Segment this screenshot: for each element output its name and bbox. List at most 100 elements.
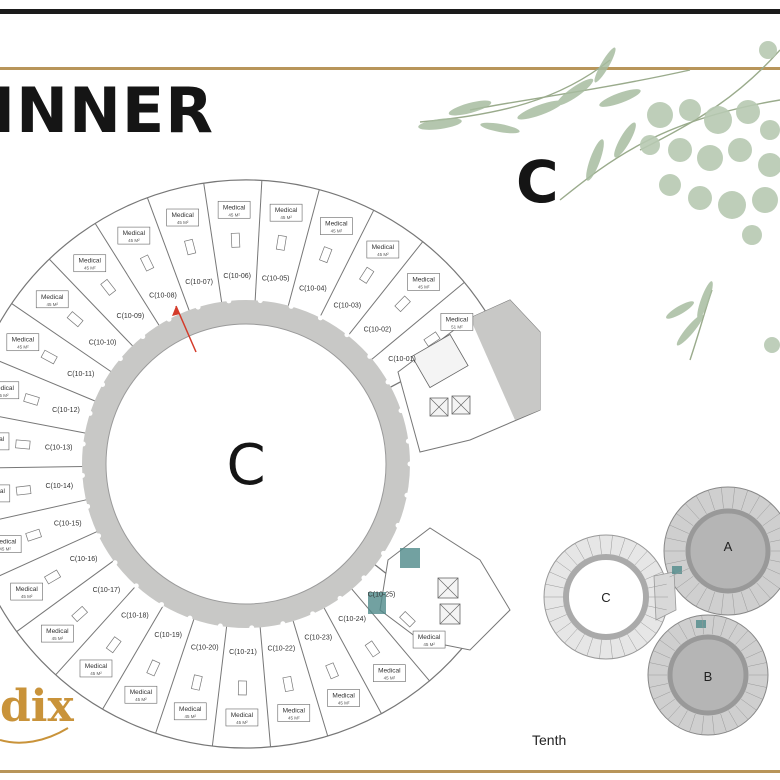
inset-tick xyxy=(701,715,704,735)
unit-closet xyxy=(100,278,117,296)
unit-labels: C(10-01)C(10-02)C(10-03)C(10-04)C(10-05)… xyxy=(15,232,441,696)
partition-line xyxy=(292,619,329,737)
corridor-notch xyxy=(100,381,106,387)
medical-area: 45 M² xyxy=(280,215,292,220)
partition-line xyxy=(155,617,195,734)
inset-tick xyxy=(619,537,626,557)
corridor-notch xyxy=(288,303,294,309)
partition-line xyxy=(146,197,191,313)
service-cores xyxy=(368,299,541,651)
inset-tick xyxy=(748,683,767,688)
unit-label: C(10-08) xyxy=(149,292,177,299)
unit-closet xyxy=(71,605,89,623)
corridor-notch xyxy=(217,623,223,629)
medical-title: Medical xyxy=(15,586,38,593)
medical-title: Medical xyxy=(123,230,146,237)
inset-tick xyxy=(610,639,613,659)
corridor-notch xyxy=(187,615,193,621)
inset-tick xyxy=(640,622,657,634)
unit-label: C(10-23) xyxy=(304,635,332,642)
inset-tick xyxy=(599,535,602,555)
inset-tick xyxy=(741,591,749,612)
unit-label: C(10-24) xyxy=(338,616,366,623)
partition-line xyxy=(0,498,89,520)
medical-area: 45 M² xyxy=(90,671,102,676)
inset-tick xyxy=(745,691,763,700)
unit-label: C(10-07) xyxy=(185,279,213,286)
inset-tick xyxy=(712,615,715,635)
corridor-notch xyxy=(395,522,401,528)
core-upper-wing-fill xyxy=(470,300,540,420)
medical-title: Medical xyxy=(412,276,435,283)
inset-tick xyxy=(732,593,735,615)
medical-area: 45 M² xyxy=(17,345,29,350)
corridor-notch xyxy=(195,304,201,310)
unit-closet xyxy=(66,311,84,328)
inset-tick xyxy=(677,710,688,728)
unit-closet xyxy=(364,640,381,658)
medical-area: 45 M² xyxy=(236,720,248,725)
inset-unit-ticks xyxy=(544,487,780,735)
inset-tick xyxy=(549,571,567,580)
unit-closet xyxy=(237,680,247,696)
inset-label-c: C xyxy=(601,590,610,605)
partition-line xyxy=(203,183,223,304)
medical-area: 45 M² xyxy=(288,715,300,720)
unit-label: C(10-03) xyxy=(333,303,361,310)
unit-label: C(10-12) xyxy=(52,407,80,414)
partition-line xyxy=(370,281,465,361)
unit-label: C(10-17) xyxy=(93,587,121,594)
unit-label: C(10-11) xyxy=(67,371,94,378)
medical-title: Medical xyxy=(179,706,202,713)
partition-line xyxy=(16,559,116,632)
unit-closet xyxy=(40,349,58,365)
unit-label: C(10-02) xyxy=(364,327,392,334)
gold-divider-top xyxy=(0,67,780,70)
plan-center-label: C xyxy=(226,433,265,498)
inset-teal-core-2 xyxy=(696,620,706,628)
medical-title: Medical xyxy=(0,488,6,495)
floor-key-map: A B C xyxy=(543,486,780,736)
medical-area: 45 M² xyxy=(228,212,240,217)
unit-closet xyxy=(139,254,155,272)
partition-line xyxy=(102,603,165,710)
teal-core-2 xyxy=(368,592,386,614)
unit-closet xyxy=(105,636,122,654)
top-border-bar xyxy=(0,0,780,14)
inset-tick xyxy=(695,588,707,607)
medical-area: 45 M² xyxy=(418,284,430,289)
brand-title: INNER xyxy=(0,74,214,147)
inset-tick xyxy=(741,698,757,711)
medical-title: Medical xyxy=(332,692,355,699)
medical-title: Medical xyxy=(372,244,395,251)
unit-closet xyxy=(15,485,32,496)
unit-label: C(10-20) xyxy=(191,644,219,651)
inset-tick xyxy=(667,630,681,645)
partition-line xyxy=(55,583,138,676)
unit-label: C(10-15) xyxy=(54,521,82,528)
tower-letter: C xyxy=(516,148,559,216)
inset-tick xyxy=(574,634,585,651)
inset-tick xyxy=(735,630,749,645)
inset-tick xyxy=(634,550,648,566)
inset-tick xyxy=(555,560,572,572)
unit-closet xyxy=(399,611,416,628)
inset-tick xyxy=(721,487,724,509)
unit-label: C(10-09) xyxy=(117,313,145,320)
inset-tick xyxy=(684,582,700,599)
corridor-notch xyxy=(404,492,410,498)
medical-area: 45 M² xyxy=(52,636,64,641)
inset-ring-b xyxy=(647,614,769,736)
unit-closet xyxy=(359,266,375,284)
